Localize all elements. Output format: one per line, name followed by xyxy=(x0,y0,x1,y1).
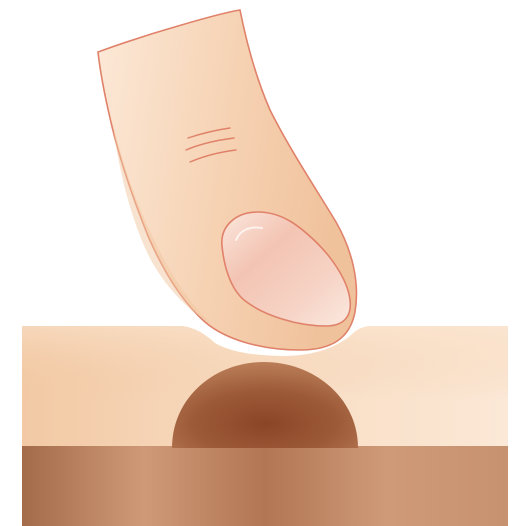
dermis-layer xyxy=(22,446,508,526)
